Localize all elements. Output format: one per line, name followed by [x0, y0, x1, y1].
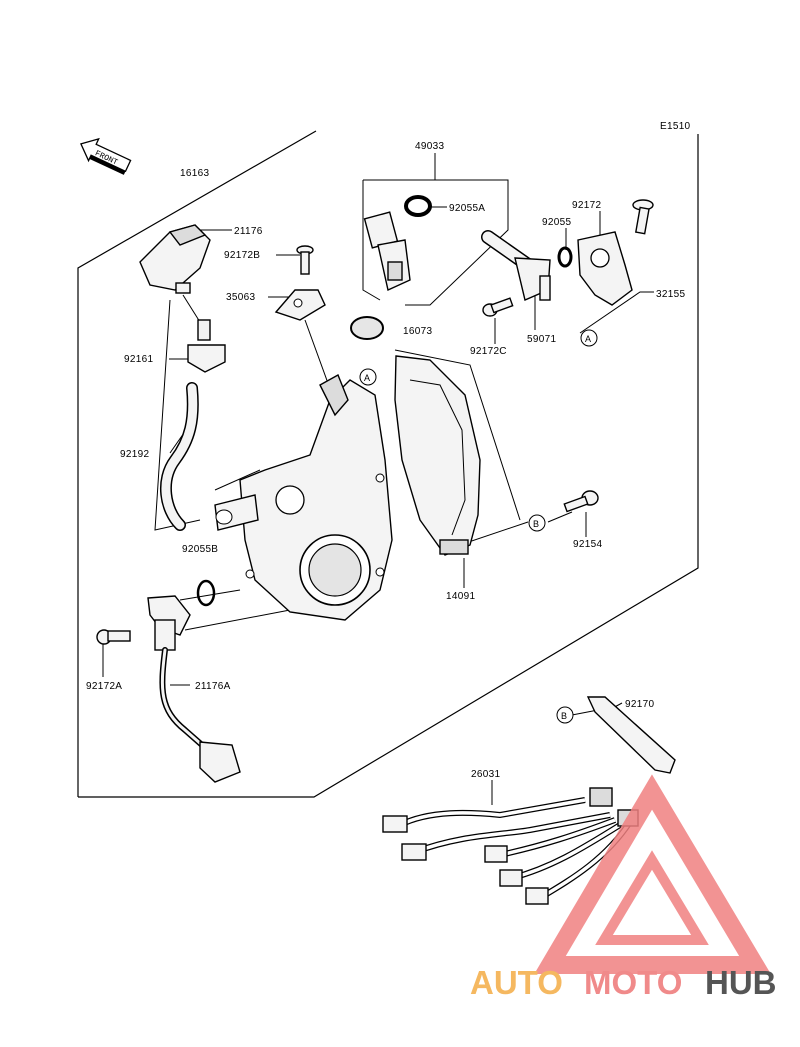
svg-text:A: A: [585, 334, 591, 344]
bolt-92172b: [296, 245, 314, 275]
fuel-pipe-59071: [481, 230, 551, 301]
callout-b-lower: B: [556, 706, 574, 724]
cover-14091: [394, 355, 481, 556]
sensor-21176: [139, 224, 211, 331]
label-92161: 92161: [124, 354, 153, 365]
label-92055: 92055: [542, 217, 571, 228]
plate-35063: [274, 289, 326, 321]
label-59071: 59071: [527, 334, 556, 345]
front-arrow-icon: FRONT: [80, 137, 132, 175]
label-16073: 16073: [403, 326, 432, 337]
label-21176: 21176: [234, 226, 263, 237]
assembly-frame: [77, 130, 317, 797]
svg-text:A: A: [364, 373, 370, 383]
label-35063: 35063: [226, 292, 255, 303]
label-21176a: 21176A: [195, 681, 231, 692]
o-ring-92055b: [196, 579, 216, 607]
injector-49033: [363, 211, 411, 291]
bolt-92154: [563, 490, 599, 513]
fitting-92161: [187, 319, 226, 373]
svg-text:B: B: [561, 711, 567, 721]
callout-a-top: A: [359, 368, 377, 386]
watermark-text-hub: HUB: [705, 964, 777, 1001]
watermark-text-moto: MOTO: [584, 964, 682, 1001]
label-92172a: 92172A: [86, 681, 122, 692]
svg-text:B: B: [533, 519, 539, 529]
label-92055b: 92055B: [182, 544, 218, 555]
watermark-logo: AUTO MOTO HUB: [470, 774, 777, 1001]
bracket-32155: [577, 231, 633, 306]
callout-b-mid: B: [528, 514, 546, 532]
label-92055a: 92055A: [449, 203, 485, 214]
label-92170: 92170: [625, 699, 654, 710]
label-49033: 49033: [415, 141, 444, 152]
diagram-code: E1510: [660, 121, 691, 132]
label-14091: 14091: [446, 591, 475, 602]
label-92192: 92192: [120, 449, 149, 460]
label-32155: 32155: [656, 289, 685, 300]
assembly-frame-right: [78, 134, 699, 798]
label-16163: 16163: [180, 168, 209, 179]
o-ring-92055a: [404, 195, 432, 217]
hose-92192: [159, 382, 199, 531]
sensor-21176a: [147, 595, 241, 783]
screw-92172: [632, 199, 654, 235]
label-92154: 92154: [573, 539, 602, 550]
bolt-92172c: [482, 297, 514, 317]
seal-16073: [350, 316, 384, 340]
throttle-body: [214, 374, 393, 621]
band-92170: [586, 696, 676, 774]
watermark-text-auto: AUTO: [470, 964, 563, 1001]
label-92172c: 92172C: [470, 346, 507, 357]
bolt-92172a: [96, 629, 131, 645]
label-92172: 92172: [572, 200, 601, 211]
label-26031: 26031: [471, 769, 500, 780]
callout-a-right: A: [580, 329, 598, 347]
o-ring-92055: [557, 246, 573, 268]
label-92172b: 92172B: [224, 250, 260, 261]
